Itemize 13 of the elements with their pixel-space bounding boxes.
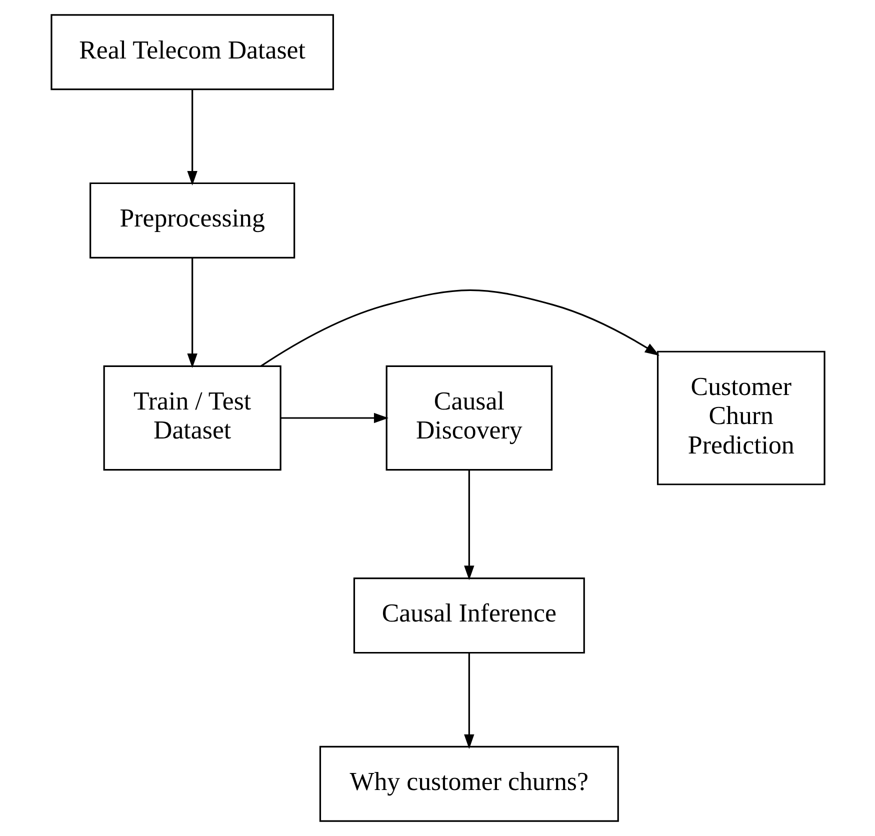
arrow	[260, 289, 659, 367]
arrow	[186, 258, 197, 368]
arrow	[464, 652, 474, 749]
node-box: Real Telecom Dataset	[50, 14, 334, 90]
node-box: Customer Churn Prediction	[656, 350, 825, 486]
node-box: Why customer churns?	[318, 746, 618, 822]
node-box: Preprocessing	[89, 182, 295, 259]
arrow	[186, 90, 197, 186]
arrow	[280, 412, 388, 424]
node-box: Causal Inference	[352, 577, 584, 654]
node-box: Causal Discovery	[385, 365, 552, 471]
arrow	[464, 470, 474, 580]
node-box: Train / Test Dataset	[102, 365, 281, 471]
